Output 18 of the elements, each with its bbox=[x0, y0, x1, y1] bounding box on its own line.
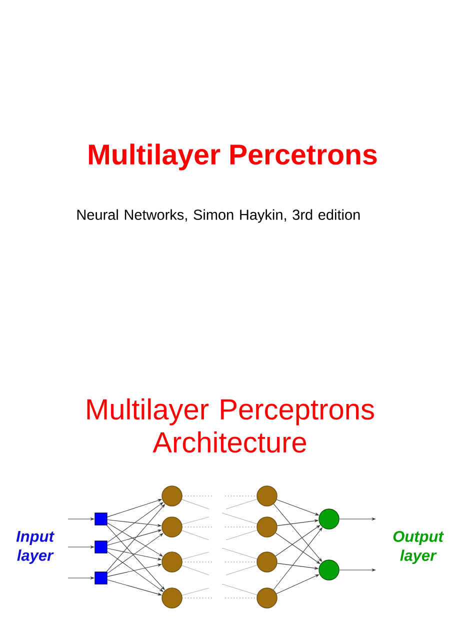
input-node bbox=[94, 540, 108, 554]
input-node bbox=[94, 572, 108, 584]
heading: Multilayer Perceptrons Architecture bbox=[87, 398, 374, 453]
hidden-neuron bbox=[162, 516, 182, 538]
layer-label: Output layer bbox=[393, 530, 444, 564]
title: Multilayer Percetrons bbox=[88, 144, 377, 170]
hidden-neuron bbox=[256, 516, 278, 538]
hidden-neuron bbox=[256, 486, 278, 506]
hidden-neuron bbox=[256, 588, 278, 608]
output-neuron bbox=[318, 508, 340, 530]
input-node bbox=[94, 512, 108, 526]
reference-text: Neural Networks, Simon Haykin, 3rd edition bbox=[77, 209, 360, 223]
hidden-neuron bbox=[162, 486, 182, 506]
layer-label: Input layer bbox=[16, 531, 54, 564]
hidden-neuron bbox=[162, 552, 182, 572]
output-neuron bbox=[318, 560, 340, 580]
hidden-neuron bbox=[256, 552, 278, 572]
hidden-neuron bbox=[162, 588, 182, 608]
